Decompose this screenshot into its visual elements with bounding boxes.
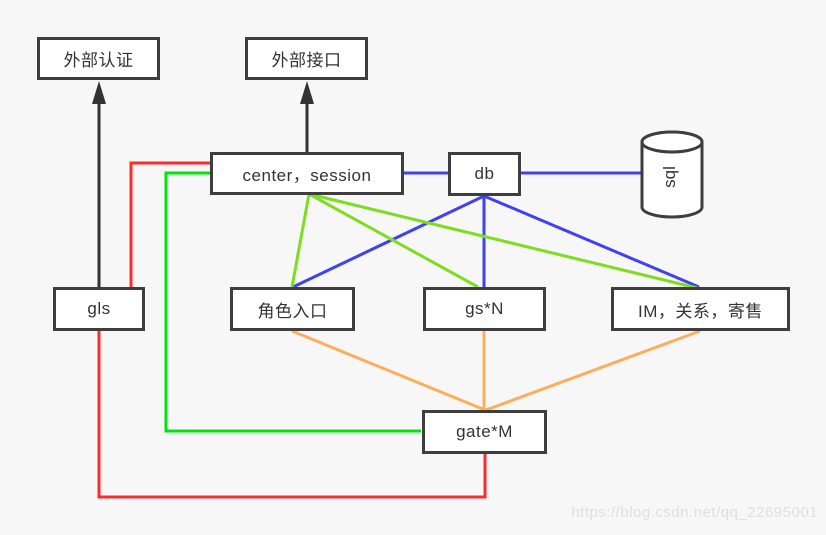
edge-db-im (483, 194, 700, 289)
node-sql-label: sql (660, 166, 679, 188)
node-external-auth: 外部认证 (37, 37, 160, 80)
edge-center-gls (129, 161, 210, 287)
node-external-auth-label: 外部认证 (63, 51, 134, 70)
node-gls: gls (53, 287, 145, 331)
node-external-api: 外部接口 (245, 37, 368, 80)
node-center-session-label: center，session (242, 166, 372, 185)
node-role-entry-label: 角色入口 (257, 301, 328, 321)
node-role-entry: 角色入口 (230, 287, 355, 331)
node-db-label: db (474, 164, 495, 183)
sql-cylinder-icon: sql (640, 130, 704, 219)
edge-role-entry-gate (291, 329, 486, 412)
edge-gls-gate (97, 331, 487, 499)
node-external-api-label: 外部接口 (271, 51, 342, 70)
watermark: https://blog.csdn.net/qq_22695001 (571, 504, 818, 521)
edge-im-gate (485, 329, 701, 412)
edge-center-im (308, 192, 698, 290)
node-gls-label: gls (87, 299, 111, 318)
node-im: IM，关系，寄售 (611, 287, 790, 331)
arrowhead-external-api (300, 81, 314, 104)
node-gs: gs*N (423, 287, 546, 331)
node-center-session: center，session (210, 152, 404, 195)
edge-db-role-entry (292, 194, 485, 289)
edge-center-gs (308, 192, 479, 289)
node-im-label: IM，关系，寄售 (638, 301, 763, 321)
node-gate-label: gate*M (456, 422, 513, 441)
node-db: db (448, 152, 521, 196)
arrowhead-external-auth (92, 81, 106, 104)
node-gs-label: gs*N (465, 299, 504, 318)
edge-center-role-entry (290, 193, 311, 288)
edge-center-gate (164, 171, 421, 433)
node-gate: gate*M (422, 410, 547, 454)
